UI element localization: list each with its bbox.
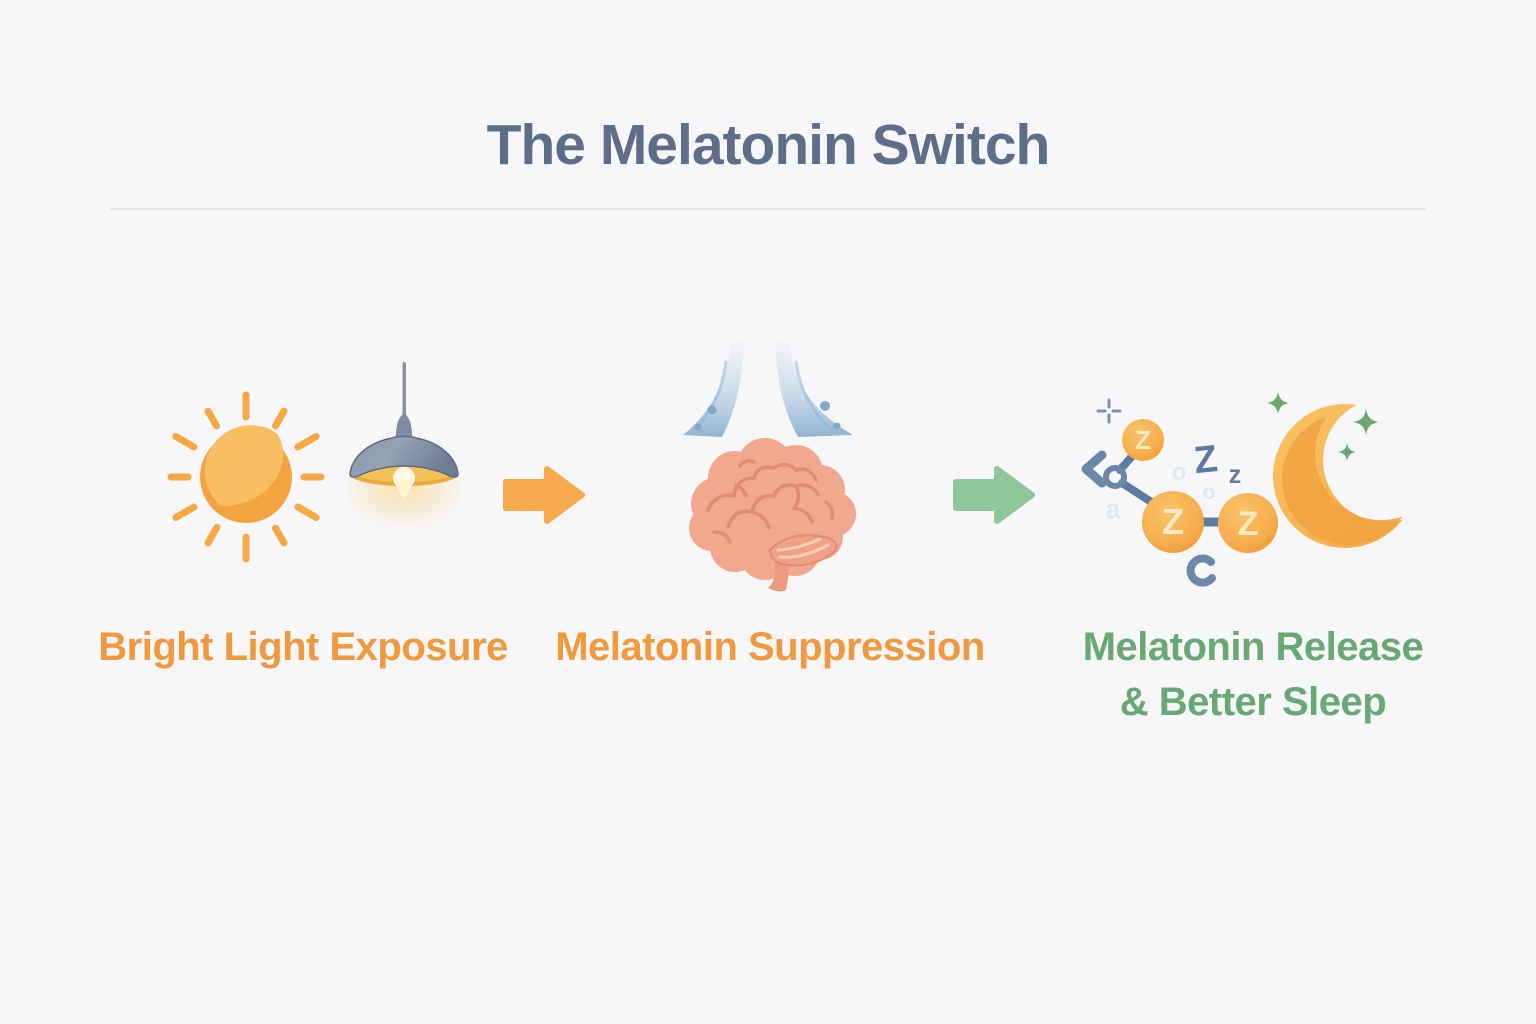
divider-line	[110, 208, 1426, 210]
plus-sparkle-decor	[1096, 398, 1122, 424]
lamp-shade	[349, 435, 459, 478]
crescent-moon-icon	[1267, 392, 1402, 548]
arrow-shape	[503, 466, 585, 524]
svg-text:o: o	[1172, 459, 1187, 486]
beam-dots	[694, 401, 841, 431]
arrow-shape	[953, 466, 1035, 524]
stage-label-melatonin-suppression: Melatonin Suppression	[555, 625, 985, 669]
stage-label-line-1: Melatonin Release	[1082, 625, 1424, 669]
floating-z-large: Z	[1192, 438, 1219, 482]
svg-text:o: o	[1203, 481, 1216, 504]
cerebellum-folds	[776, 537, 830, 559]
molecule-node-letter: Z	[1135, 425, 1151, 455]
chevron-decor	[1081, 450, 1107, 488]
brain-stem	[768, 560, 790, 592]
molecule-node-large-left	[1142, 491, 1204, 553]
faded-letter-decor: o o a	[1105, 459, 1215, 524]
page-title: The Melatonin Switch	[486, 113, 1051, 177]
molecule-node-small	[1122, 419, 1164, 461]
sun-rays	[167, 391, 325, 563]
brain-icon	[689, 438, 856, 592]
brain-gyri	[706, 458, 835, 544]
stage-label-bright-light-exposure: Bright Light Exposure	[98, 625, 508, 669]
brain-body	[689, 438, 856, 580]
lamp-cord	[402, 362, 406, 420]
beam-streak-right	[794, 360, 834, 432]
light-beams-icon	[683, 342, 853, 437]
arrow-right-icon-1	[503, 466, 585, 524]
open-ring-decor	[1186, 554, 1216, 587]
beam-right	[776, 342, 853, 437]
sparkle-icon	[1267, 392, 1379, 461]
molecule-node-large-right	[1218, 493, 1278, 553]
moon-inner-shade	[1282, 413, 1402, 545]
stage-label-line-2: & Better Sleep	[1119, 680, 1387, 724]
molecule-node-letter: Z	[1238, 505, 1259, 543]
beam-left	[683, 342, 744, 437]
floating-z-small: z	[1229, 461, 1242, 489]
molecule-ring-node	[1103, 465, 1127, 489]
svg-text:a: a	[1105, 494, 1121, 524]
arrow-right-icon-2	[953, 466, 1035, 524]
sun-icon	[167, 391, 325, 563]
lamp-bulb-tip	[395, 480, 413, 499]
pendant-lamp-icon	[346, 362, 462, 532]
melatonin-molecule-icon: o o a Z Z Z Z z	[1081, 398, 1278, 587]
stage-label-melatonin-release: Melatonin Release & Better Sleep	[1033, 620, 1473, 730]
molecule-node-letter: Z	[1162, 501, 1184, 542]
